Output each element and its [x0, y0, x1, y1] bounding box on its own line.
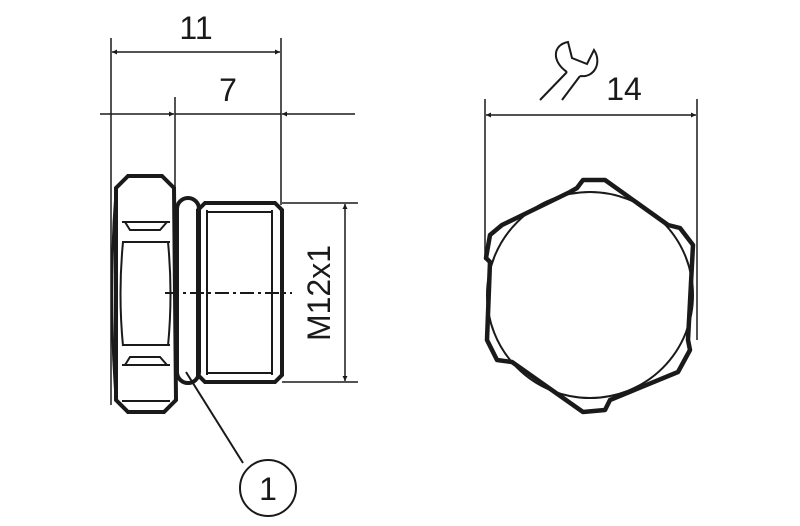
- dimension-label-thread: M12x1: [301, 245, 337, 341]
- nut-flat-curve: [119, 241, 172, 347]
- dimension-label-14: 14: [606, 71, 642, 107]
- nut-outline: [114, 174, 179, 414]
- wrench-icon: [539, 40, 599, 101]
- dimension-label-11: 11: [179, 10, 212, 46]
- side-view: [100, 38, 358, 517]
- hexagon-outline: [483, 177, 696, 415]
- nut-face-left: [110, 187, 118, 401]
- leader-line: [185, 371, 244, 464]
- o-ring: [175, 196, 201, 385]
- dimension-label-7: 7: [219, 72, 237, 108]
- thread-body: [196, 201, 284, 384]
- callout-balloon: [239, 459, 297, 517]
- callout-label-1: 1: [259, 471, 277, 507]
- front-view: [483, 40, 698, 415]
- nut-flats: [122, 221, 170, 402]
